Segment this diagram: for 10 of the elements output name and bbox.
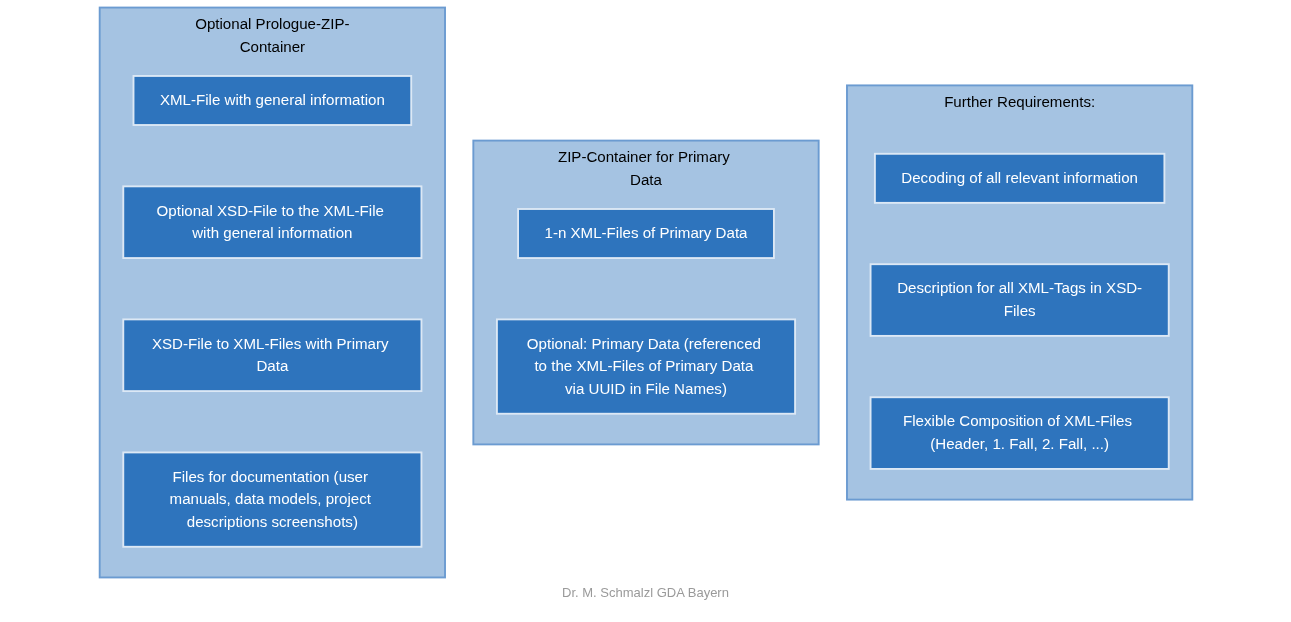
node-box: XSD-File to XML-Files with Primary Data	[121, 318, 422, 393]
node-box: Optional XSD-File to the XML-File with general information	[121, 185, 422, 259]
node-box: Files for documentation (user manuals, data models, project descriptions screenshots)	[121, 451, 422, 548]
node-box: Description for all XML-Tags in XSD-Files	[869, 263, 1170, 337]
footer-note: Dr. M. Schmalzl GDA Bayern	[562, 585, 729, 600]
node-box: Flexible Composition of XML-Files (Header, 1. Fall, 2. Fall, ...)	[869, 396, 1170, 470]
node-box: XML-File with general information	[132, 75, 412, 126]
node-box: Decoding of all relevant information	[873, 152, 1165, 204]
node-box: 1-n XML-Files of Primary Data	[516, 208, 775, 259]
node-box: Optional: Primary Data (referenced to the XML-Files of Primary Data via UUID in File Names)	[495, 318, 796, 415]
